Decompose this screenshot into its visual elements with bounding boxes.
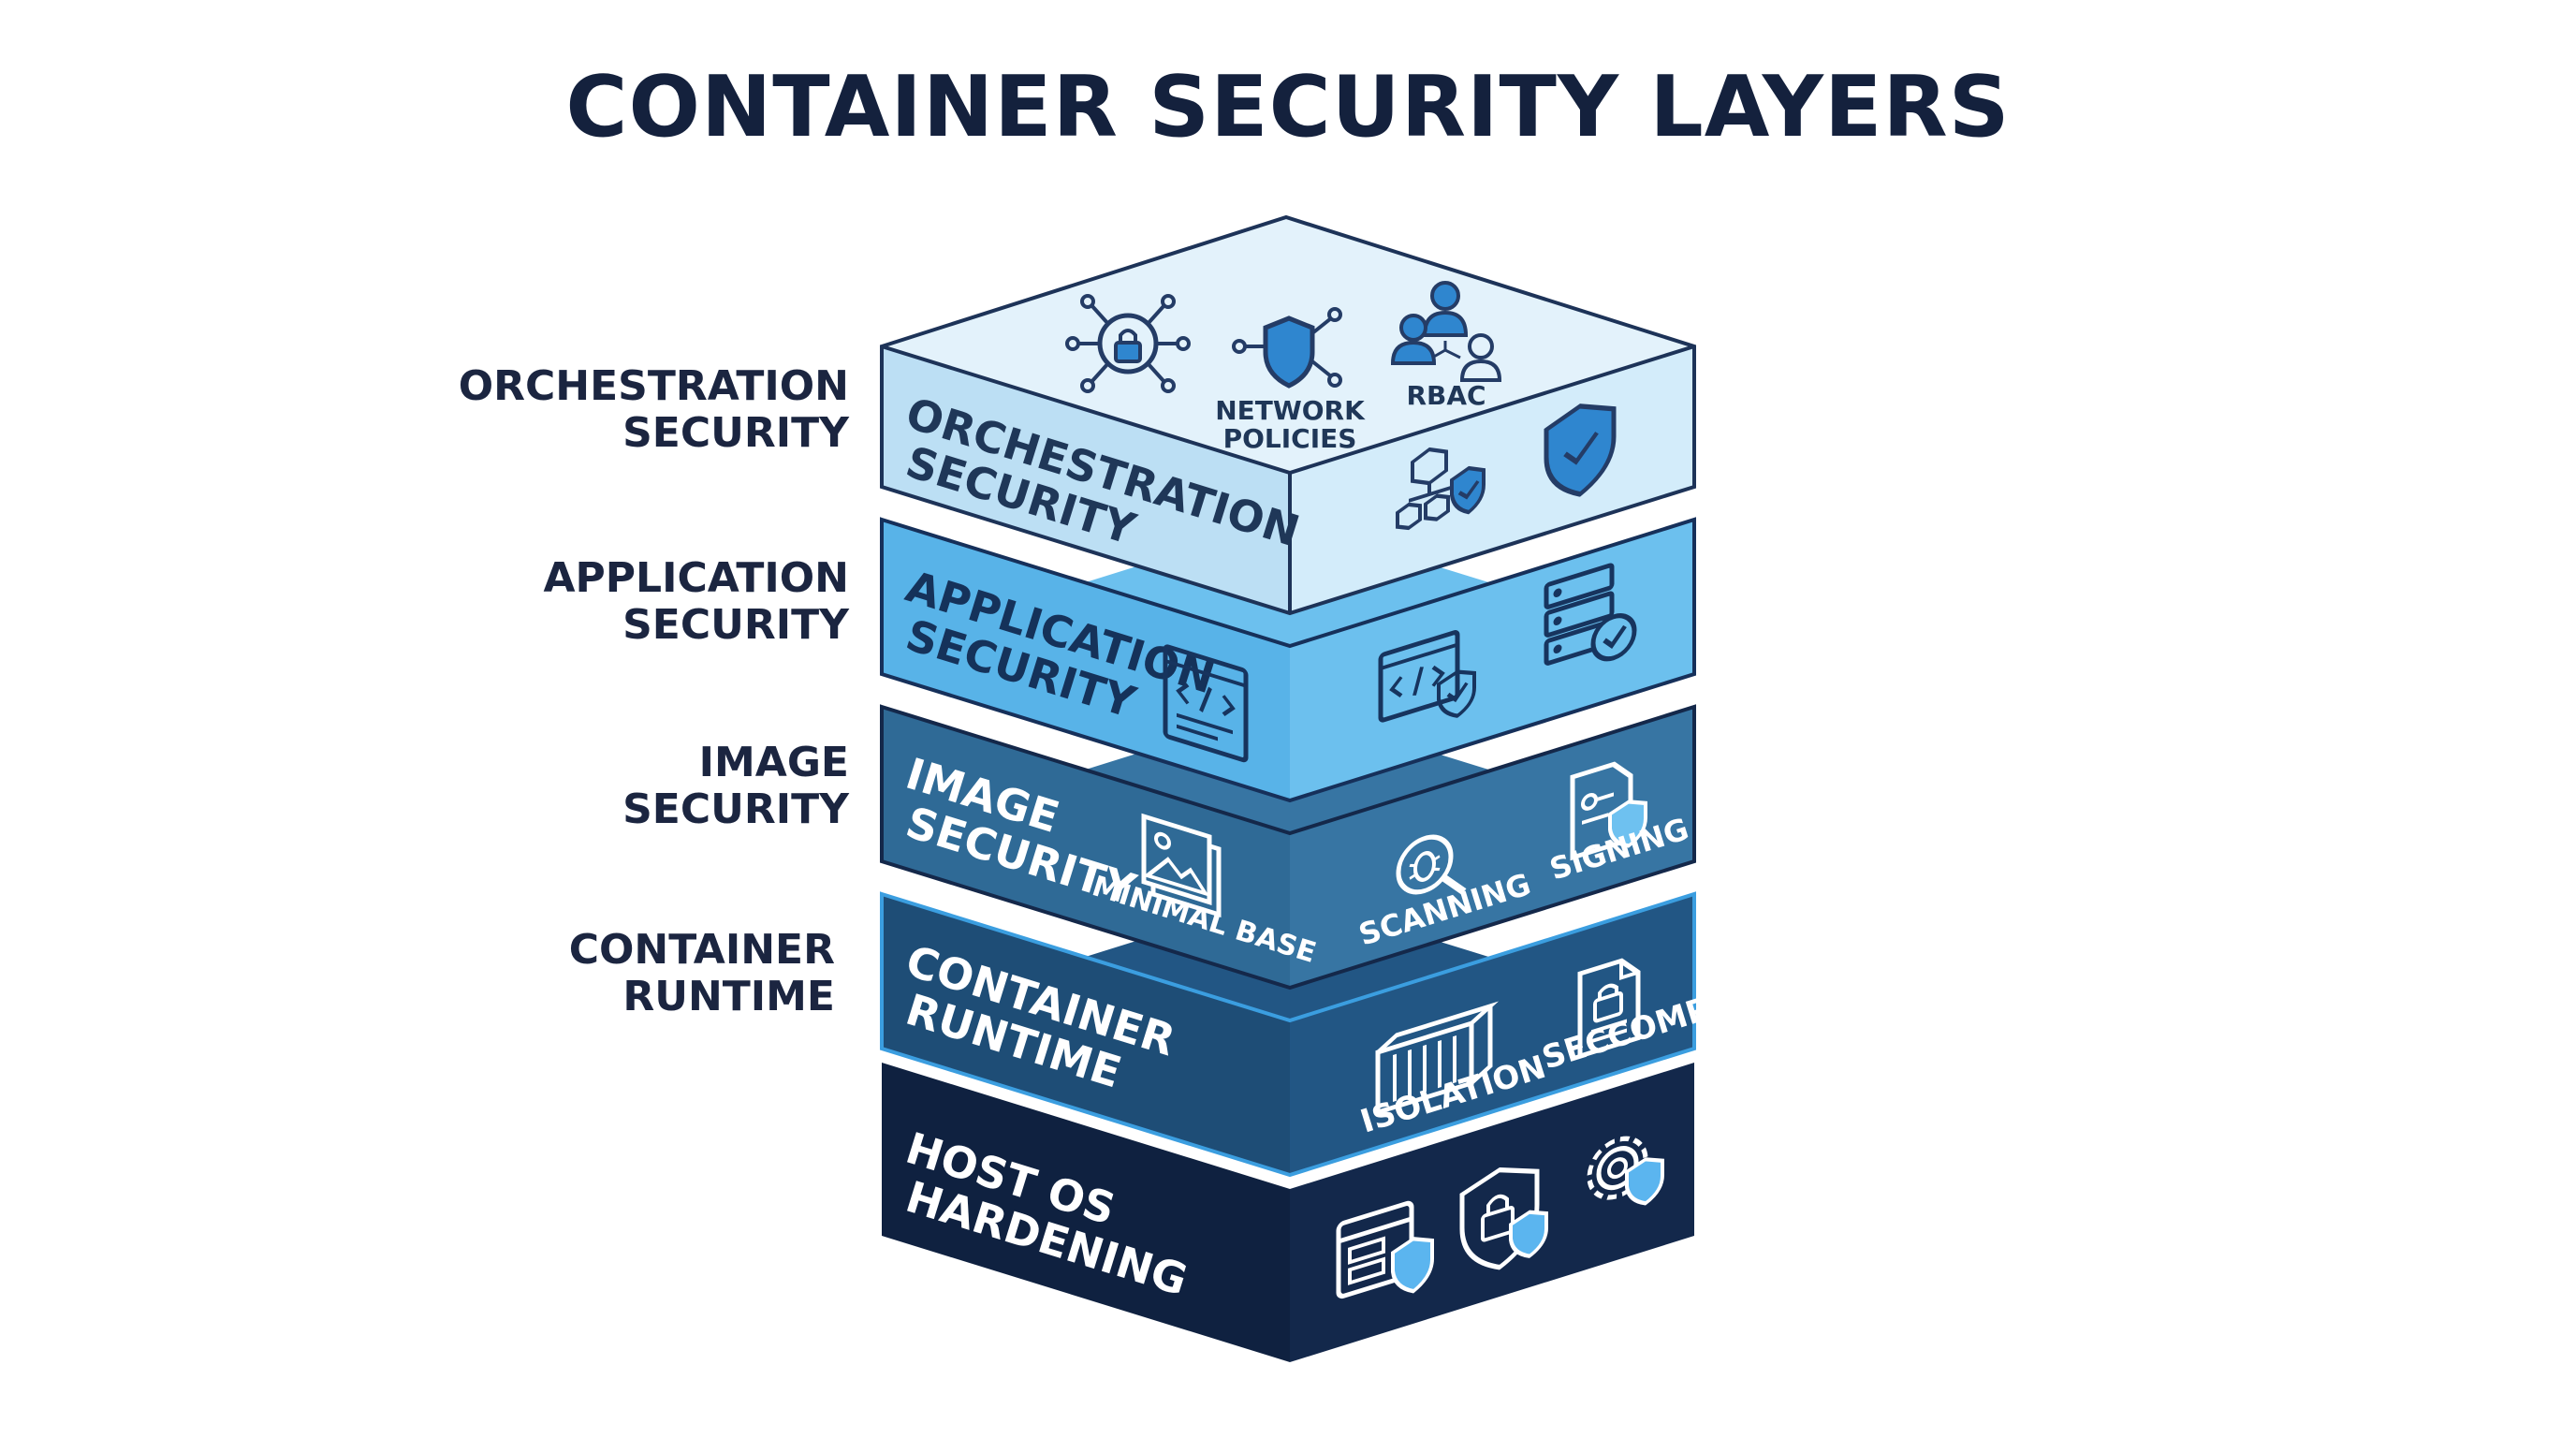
rbac-label: RBAC [1406,380,1486,411]
shield-network-icon [1232,307,1342,389]
server-shield-icon [1336,1200,1434,1299]
layer-host-os: HOST OS HARDENING [882,1063,1694,1362]
layer-orchestration-front-face [882,346,1290,613]
document-lock-icon [1577,958,1641,1060]
signed-document-icon [1570,761,1647,861]
cube-hierarchy-shield-icon [1396,447,1486,531]
images-icon [1141,813,1222,918]
side-label-application: APPLICATION SECURITY [543,554,850,649]
side-label-image: IMAGE SECURITY [622,739,849,833]
layer-application-security: APPLICATION SECURITY [880,517,1696,803]
shield-check-icon [1544,404,1617,497]
layer-image-right-face [1290,707,1694,988]
bug-magnifier-icon [1396,834,1467,895]
layer-image-security: IMAGE SECURITY MINIMAL BASE SCANNING [880,704,1696,990]
lock-shield-icon [1459,1167,1548,1270]
network-lock-icon [1065,294,1191,393]
side-label-runtime: CONTAINER RUNTIME [568,926,835,1020]
container-icon [1375,1001,1500,1116]
side-label-orchestration: ORCHESTRATION SECURITY [458,362,849,457]
layer-host-front-face [882,1063,1290,1362]
network-policies-label-line2: POLICIES [1223,423,1357,454]
users-rbac-icon [1390,281,1502,382]
layer-container-runtime: CONTAINER RUNTIME ISOLATION [880,891,1715,1178]
code-window-icon [1163,644,1249,763]
layer-runtime-front-face [882,894,1290,1175]
gear-shield-icon [1587,1136,1664,1206]
layer-image-front-face [882,707,1290,988]
code-shield-icon [1378,630,1476,723]
layer-application-right-face [1290,520,1694,800]
network-policies-label-line1: NETWORK [1215,395,1366,426]
diagram-title: CONTAINER SECURITY LAYERS [565,58,2011,156]
layer-orchestration-security: ORCHESTRATION SECURITY NETWORK [880,214,1696,616]
server-check-icon [1544,563,1637,666]
